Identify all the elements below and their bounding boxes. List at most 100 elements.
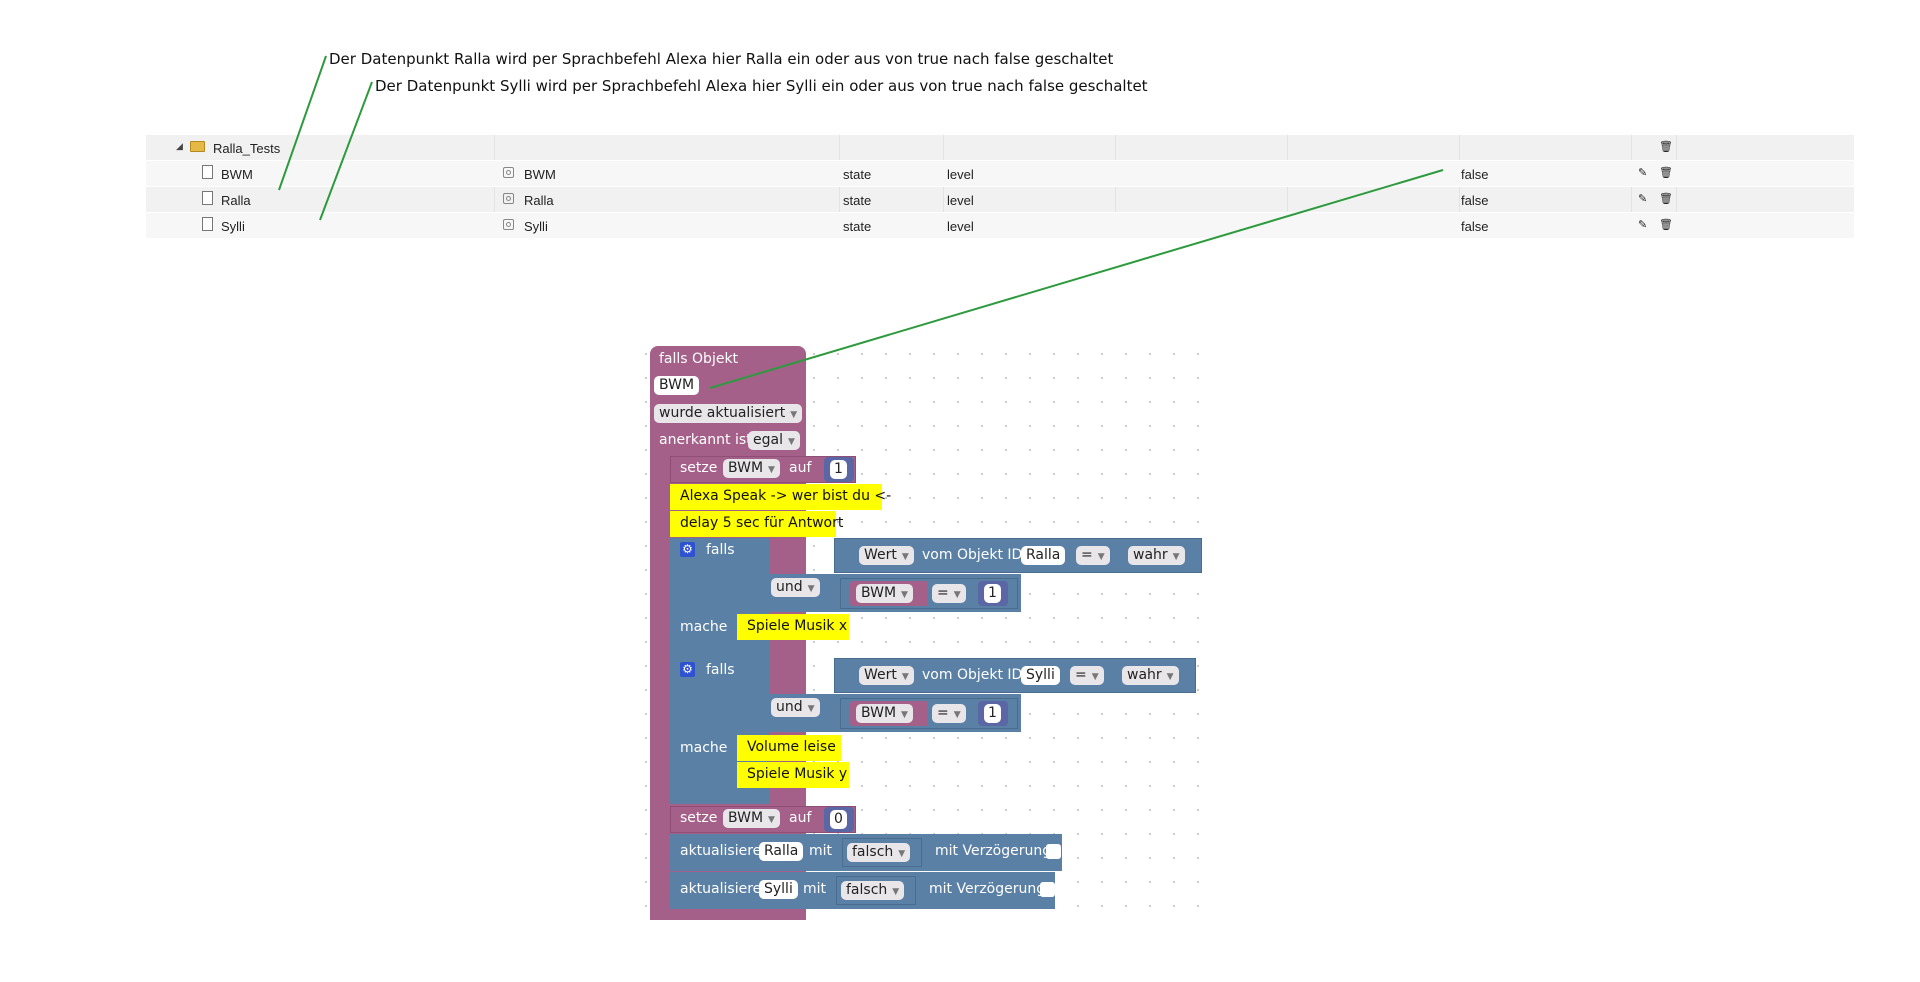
row-id: Ralla (221, 193, 251, 208)
folder-name: Ralla_Tests (213, 141, 281, 156)
dropdown-arrow-icon: ▼ (787, 437, 795, 447)
object-id-field[interactable]: Ralla (1021, 546, 1066, 565)
row-type: state (843, 167, 872, 182)
operator-dropdown[interactable]: =▼ (932, 704, 966, 723)
table-row[interactable]: Sylli Sylli state level false ✎ 🗑 (146, 213, 1854, 239)
trash-icon[interactable]: 🗑 (1659, 141, 1673, 153)
object-id-label: vom Objekt ID (922, 547, 1023, 563)
trash-icon[interactable]: 🗑 (1659, 193, 1673, 205)
if-label: falls (706, 662, 735, 678)
action-text: Volume leise (747, 739, 836, 755)
boolean-dropdown[interactable]: wahr▼ (1122, 666, 1179, 685)
expand-caret-icon[interactable]: ◢ (176, 141, 183, 151)
set-var-dropdown[interactable]: BWM▼ (723, 809, 780, 828)
set-auf-label: auf (789, 810, 812, 826)
gear-icon[interactable]: ⚙ (680, 542, 695, 557)
boolean-dropdown[interactable]: wahr▼ (1128, 546, 1185, 565)
value-dropdown[interactable]: Wert▼ (859, 546, 914, 565)
dropdown-arrow-icon: ▼ (901, 710, 908, 720)
update-object-field[interactable]: Sylli (759, 880, 798, 899)
row-role: level (947, 167, 974, 182)
update-label: aktualisiere (680, 881, 762, 897)
and-dropdown[interactable]: und▼ (771, 578, 820, 597)
dropdown-arrow-icon: ▼ (953, 590, 961, 600)
ack-label: anerkannt ist (659, 432, 752, 448)
state-icon (503, 167, 514, 178)
dropdown-arrow-icon: ▼ (901, 590, 908, 600)
number-field[interactable]: 1 (830, 460, 847, 479)
table-row[interactable]: Ralla Ralla state level false ✎ 🗑 (146, 187, 1854, 213)
trash-icon[interactable]: 🗑 (1659, 167, 1673, 179)
comment-text: Alexa Speak -> wer bist du <- (680, 488, 892, 504)
dropdown-arrow-icon: ▼ (790, 410, 798, 420)
update-mit-label: mit (803, 881, 827, 897)
and-dropdown[interactable]: und▼ (771, 698, 820, 717)
comment-block[interactable] (670, 511, 836, 537)
number-field[interactable]: 0 (830, 810, 847, 829)
gear-icon[interactable]: ⚙ (680, 662, 695, 677)
object-id-label: vom Objekt ID (922, 667, 1023, 683)
operator-dropdown[interactable]: =▼ (1076, 546, 1110, 565)
annotation-line-sylli (319, 81, 373, 221)
update-mit-label: mit (809, 843, 833, 859)
pencil-icon[interactable]: ✎ (1638, 167, 1648, 179)
action-text: Spiele Musik x (747, 618, 848, 634)
delay-label: mit Verzögerung (929, 881, 1046, 897)
delay-checkbox[interactable] (1046, 844, 1061, 859)
set-var-dropdown[interactable]: BWM▼ (723, 459, 780, 478)
boolean-dropdown[interactable]: falsch▼ (841, 881, 905, 900)
annotation-line-value (709, 169, 1444, 389)
dropdown-arrow-icon: ▼ (1166, 672, 1174, 682)
dropdown-arrow-icon: ▼ (768, 815, 775, 825)
set-auf-label: auf (789, 460, 812, 476)
variable-dropdown[interactable]: BWM▼ (856, 704, 913, 723)
pencil-icon[interactable]: ✎ (1638, 193, 1648, 205)
action-block[interactable] (737, 614, 849, 640)
row-value: false (1461, 193, 1489, 208)
value-dropdown[interactable]: Wert▼ (859, 666, 914, 685)
state-icon (503, 193, 514, 204)
pencil-icon[interactable]: ✎ (1638, 219, 1648, 231)
ack-dropdown[interactable]: egal▼ (748, 431, 800, 450)
number-field[interactable]: 1 (984, 704, 1001, 723)
operator-dropdown[interactable]: =▼ (1070, 666, 1104, 685)
row-role: level (947, 193, 974, 208)
comment-block[interactable] (670, 484, 882, 510)
action-block[interactable] (737, 735, 841, 761)
dropdown-arrow-icon: ▼ (901, 672, 909, 682)
object-id-field[interactable]: Sylli (1021, 666, 1060, 685)
variable-dropdown[interactable]: BWM▼ (856, 584, 913, 603)
delay-checkbox[interactable] (1040, 882, 1055, 897)
file-icon (202, 191, 213, 205)
trigger-title: falls Objekt (659, 351, 739, 367)
row-id: Sylli (221, 219, 245, 234)
table-row[interactable]: BWM BWM state level false ✎ 🗑 (146, 161, 1854, 187)
action-block[interactable] (737, 762, 849, 788)
state-icon (503, 219, 514, 230)
row-type: state (843, 219, 872, 234)
update-object-field[interactable]: Ralla (759, 842, 804, 861)
dropdown-arrow-icon: ▼ (898, 849, 906, 859)
operator-dropdown[interactable]: =▼ (932, 584, 966, 603)
trigger-event-dropdown[interactable]: wurde aktualisiert▼ (654, 404, 803, 423)
annotation-line-ralla (278, 55, 327, 191)
dropdown-arrow-icon: ▼ (892, 887, 900, 897)
dropdown-arrow-icon: ▼ (953, 710, 961, 720)
row-name: BWM (524, 167, 556, 182)
boolean-dropdown[interactable]: falsch▼ (847, 843, 911, 862)
trash-icon[interactable]: 🗑 (1659, 219, 1673, 231)
update-label: aktualisiere (680, 843, 762, 859)
row-role: level (947, 219, 974, 234)
row-id: BWM (221, 167, 253, 182)
file-icon (202, 217, 213, 231)
if-label: falls (706, 542, 735, 558)
tree-folder-row[interactable]: ◢ Ralla_Tests 🗑 (146, 135, 1854, 161)
folder-icon (190, 141, 205, 152)
row-value: false (1461, 219, 1489, 234)
number-field[interactable]: 1 (984, 584, 1001, 603)
comment-text: delay 5 sec für Antwort (680, 515, 844, 531)
row-name: Sylli (524, 219, 548, 234)
file-icon (202, 165, 213, 179)
trigger-object-field[interactable]: BWM (654, 376, 700, 395)
trigger-block-bottom (650, 906, 806, 920)
